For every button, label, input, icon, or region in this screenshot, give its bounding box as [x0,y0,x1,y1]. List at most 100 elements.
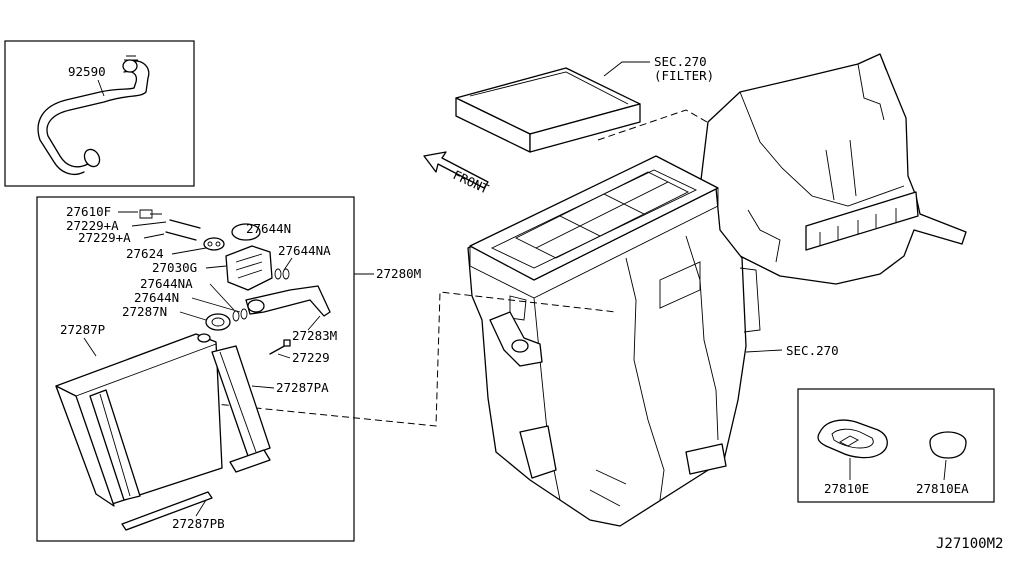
plug-27810E [817,419,888,459]
plugs-inset-frame [797,388,995,503]
housing-top-grid [514,171,690,259]
housing-drain [519,425,557,479]
evaporator-parts-box: 27610F 27229+A 27229+A 27624 27030G 2764… [36,196,355,542]
hose-end-fitting [83,148,101,168]
label-27280M: 27280M [376,266,421,281]
hose-outline-b [37,70,138,176]
rear-vent-slots [819,208,897,246]
bolts-27229A [165,219,201,241]
heater-unit: SEC.270 [155,53,967,527]
label-27644N-1: 27644N [246,221,291,236]
leader-92590 [97,79,105,97]
filter-side [529,103,641,153]
front-indicator: FRONT [423,151,492,197]
label-27030G: 27030G [152,260,197,275]
o-ring-c [274,268,282,280]
leader-27287PA [251,385,275,389]
hose-clamp [124,55,138,61]
evaporator-tank-line [99,393,131,497]
label-27229A-2: 27229+A [78,230,131,245]
rear-duct-ridge [739,91,905,207]
plugs-inset: 27810E 27810EA [797,388,995,503]
hose-top-fitting [122,59,138,73]
evaporator-seal-plate [211,345,271,457]
label-27644N-2: 27644N [134,290,179,305]
grommet-27287N [205,313,231,331]
housing-seam-mid [625,257,665,501]
label-27644NA-1: 27644NA [278,243,331,258]
valve-27644N [231,223,261,241]
rear-duct-lines [825,139,857,201]
housing-tab [509,295,527,321]
rear-vent [805,191,919,251]
front-arrow-icon [423,151,489,189]
leader-27229 [277,353,291,359]
diagram-code: J27100M2 [936,536,1003,552]
housing-actuator [489,311,543,367]
evaporator-bracket [229,449,271,473]
label-27644NA-2: 27644NA [140,276,193,291]
leader-filter [603,61,650,77]
leader-27287N [179,311,207,321]
label-filter-name: (FILTER) [654,68,714,83]
rear-duct-body [699,53,967,285]
valve-27030G [225,245,273,291]
hose-inset: 92590 [4,40,195,187]
leader-27229A-1 [131,221,167,227]
label-27810E: 27810E [824,481,869,496]
evaporator-core-side [55,385,115,507]
leader-unit-sec [745,349,783,353]
evaporator-box-frame [36,196,355,542]
label-27287N: 27287N [122,304,167,319]
leader-27229A-2 [143,233,165,239]
pipe-27283M [245,285,331,317]
label-unit-sec: SEC.270 [786,343,839,358]
leader-27644NA-1 [283,257,293,271]
evaporator-pipe-end [197,333,211,343]
housing-panel [659,261,701,309]
housing-seam-right [685,235,719,441]
hose-outline-a [46,60,150,168]
leader-27287P [83,337,97,357]
leader-27644NA-2 [209,283,235,311]
housing-actuator-knob [511,339,529,353]
label-27287P: 27287P [60,322,105,337]
leader-27644N-2 [191,297,241,313]
evaporator-seal-line [219,351,257,453]
housing-foot [685,443,727,475]
valve-27030G-fins [235,253,263,279]
label-27610F: 27610F [66,204,111,219]
cap-27610F [139,209,162,219]
seal-strip [121,491,213,531]
bolt-27229-head [283,339,291,347]
rear-duct-detail [857,53,887,121]
evaporator-core-top [75,343,217,397]
plug-27810EA-body [929,441,967,459]
label-27287PA: 27287PA [276,380,329,395]
grommet-hole [211,317,225,327]
plug-27810E-inner [831,428,874,449]
leader-27810EA [943,459,947,481]
leader-27030G [205,265,227,269]
leader-27287PB [195,499,207,517]
block-hole-a [207,241,213,247]
label-27624: 27624 [126,246,164,261]
pipe-flange [247,299,265,313]
block-hole-b [215,241,221,247]
label-27810EA: 27810EA [916,481,969,496]
o-ring-d [282,268,290,280]
label-27229: 27229 [292,350,330,365]
label-27287PB: 27287PB [172,516,225,531]
o-ring-b [240,308,248,320]
leader-27624 [171,247,207,255]
plug-27810E-tab [839,435,859,447]
hose-inset-frame [4,40,195,187]
label-27229A-1: 27229+A [66,218,119,233]
label-92590: 92590 [68,64,106,79]
leader-27283M [307,315,321,331]
front-label: FRONT [451,167,492,197]
filter-edge [469,71,629,105]
cabin-filter: SEC.270 (FILTER) [455,54,859,209]
label-filter-sec: SEC.270 [654,54,707,69]
